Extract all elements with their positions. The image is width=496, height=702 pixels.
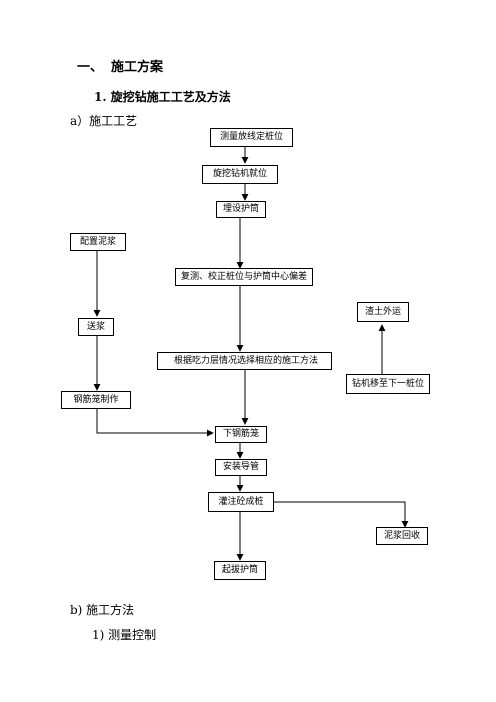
- flow-step-pipe: 安装导管: [215, 459, 267, 476]
- heading-title: 施工方案: [111, 60, 164, 75]
- flow-step-method: 根据吃力层情况选择相应的施工方法: [157, 352, 332, 370]
- subsection-heading: 1. 旋挖钻施工工艺及方法: [94, 90, 231, 104]
- heading-number: 一、: [77, 60, 104, 75]
- flow-step-lift-casing: 起拔护筒: [214, 561, 266, 580]
- flow-step-rig-position: 旋挖钻机就位: [202, 165, 278, 184]
- section-b-label: b) 施工方法: [70, 603, 135, 617]
- section-a-label: a）施工工艺: [70, 114, 138, 128]
- arrow-pour-to-recycle: [274, 501, 409, 528]
- flow-step-pour: 灌注砼成桩: [208, 492, 274, 512]
- flow-step-mud-recycle: 泥浆回收: [376, 527, 428, 545]
- item-1-label: 1) 测量控制: [92, 628, 157, 642]
- flow-step-casing: 埋设护筒: [216, 201, 266, 218]
- flow-step-mud-send: 送浆: [78, 318, 114, 336]
- flow-step-recheck: 复测、校正桩位与护筒中心偏差: [175, 268, 313, 286]
- flow-step-survey: 测量放线定桩位: [210, 128, 293, 147]
- flow-step-rig-move: 钻机移至下一桩位: [346, 374, 430, 394]
- section-heading-1: 一、施工方案: [77, 56, 163, 75]
- arrow-cagemake-to-cage: [96, 409, 214, 437]
- flow-step-cage-lower: 下钢筋笼: [215, 426, 267, 443]
- flow-step-mud-prep: 配置泥浆: [70, 233, 126, 251]
- flow-step-spoil: 渣土外运: [357, 302, 409, 322]
- flow-step-cage-make: 钢筋笼制作: [61, 391, 131, 409]
